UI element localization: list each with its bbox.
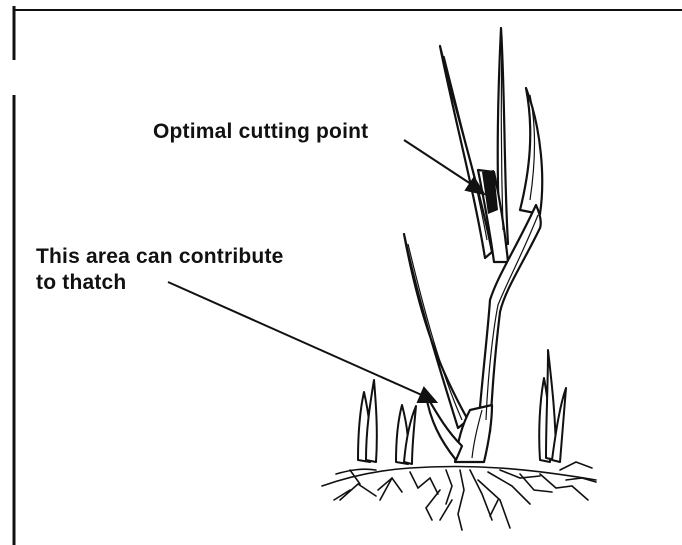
label-thatch-area: This area can contribute to thatch — [36, 244, 284, 296]
arrow-thatch-head — [418, 388, 436, 402]
leaf-lower-left — [404, 234, 468, 428]
label-thatch-line1: This area can contribute — [36, 244, 284, 270]
roots — [322, 462, 596, 530]
arrow-thatch-line — [168, 282, 424, 396]
shoot-1b — [366, 380, 377, 462]
label-optimal-cutting-point: Optimal cutting point — [153, 119, 368, 145]
label-thatch-line2: to thatch — [36, 270, 284, 296]
